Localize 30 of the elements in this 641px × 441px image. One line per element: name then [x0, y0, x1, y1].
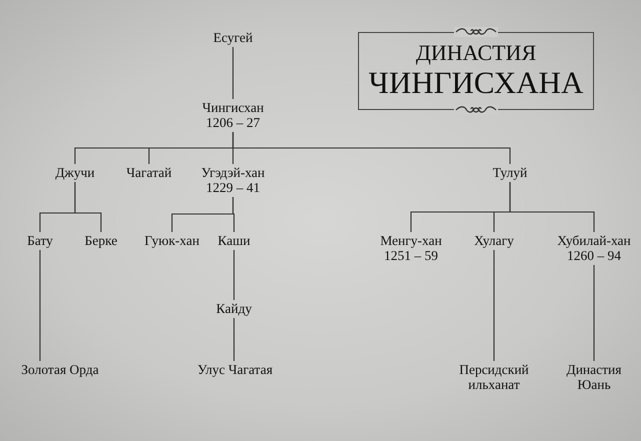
person-label: Берке [76, 233, 126, 248]
tree-line [39, 250, 41, 361]
person-label: Гуюк-хан [137, 233, 207, 248]
person-label: Кайду [204, 301, 264, 316]
person-label: Золотая Орда [10, 362, 110, 377]
title-heading: ДИНАСТИЯ [414, 41, 538, 65]
person-label: Чингисхан 1206 – 27 [198, 100, 268, 130]
person-label: Менгу-хан 1251 – 59 [371, 233, 451, 263]
person-label: Джучи [45, 165, 105, 180]
person-label: Персидский ильханат [456, 362, 532, 392]
person-label: Бату [15, 233, 65, 248]
title-text: ЧИНГИСХАНА [368, 65, 584, 101]
tree-line [232, 132, 511, 164]
person-label: Хулагу [464, 233, 524, 248]
tree-line [509, 182, 595, 232]
person-label: Угэдэй-хан 1229 – 41 [193, 165, 273, 195]
person-label: Каши [209, 233, 259, 248]
tree-line [233, 318, 235, 361]
tree-line [493, 250, 495, 361]
tree-line [233, 250, 235, 300]
tree-line [232, 47, 234, 99]
tree-line [232, 197, 235, 232]
tree-line [74, 182, 102, 232]
tree-line [593, 265, 595, 361]
person-label: Чагатай [119, 165, 179, 180]
person-label: Тулуй [480, 165, 540, 180]
person-label: Династия Юань [559, 362, 629, 392]
person-label: Улус Чагатая [185, 362, 285, 377]
person-label: Есугей [198, 30, 268, 45]
person-label: Хубилай-хан 1260 – 94 [549, 233, 639, 263]
